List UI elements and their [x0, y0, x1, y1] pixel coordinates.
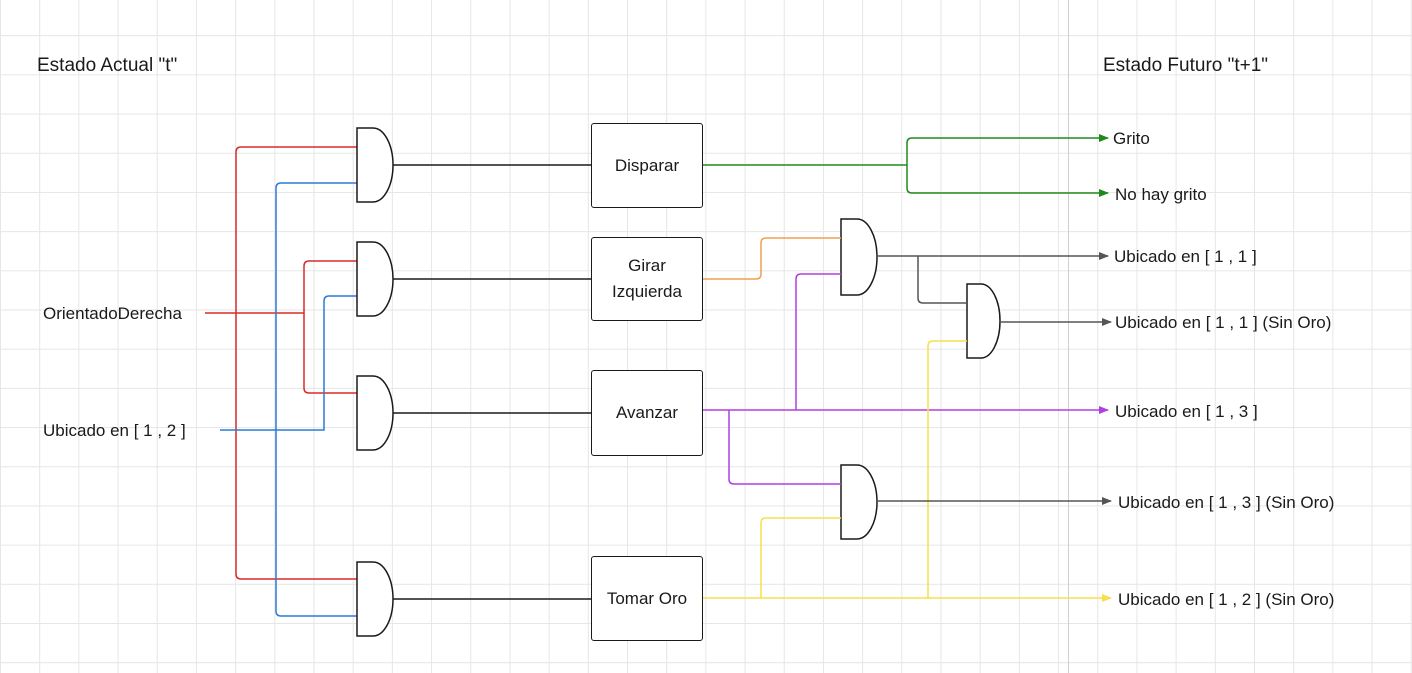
action-box-take-gold: Tomar Oro — [591, 556, 703, 641]
output-label-loc-1-1-no-gold: Ubicado en [ 1 , 1 ] (Sin Oro) — [1115, 313, 1332, 332]
future-state-header: Estado Futuro "t+1" — [1103, 55, 1269, 76]
output-label-loc-1-1: Ubicado en [ 1 , 1 ] — [1114, 247, 1257, 266]
and-gate-shoot — [356, 127, 394, 203]
oriented-right-wires — [205, 146, 357, 580]
input-label-oriented-right: OrientadoDerecha — [43, 304, 182, 323]
turn-left-output-wire — [703, 237, 841, 280]
take-gold-output-wires — [703, 340, 1112, 602]
and-gate-take-gold — [356, 561, 394, 637]
and-gate-turn-left — [356, 241, 394, 317]
action-box-advance: Avanzar — [591, 370, 703, 456]
current-state-header: Estado Actual "t" — [37, 55, 178, 76]
output-label-scream: Grito — [1113, 129, 1150, 148]
and-gate-loc-1-1 — [840, 218, 878, 296]
and-gate-loc-1-1-no-gold — [966, 283, 1001, 359]
output-label-loc-1-3-no-gold: Ubicado en [ 1 , 3 ] (Sin Oro) — [1118, 493, 1335, 512]
and-gate-loc-1-3-no-gold — [840, 464, 878, 540]
output-label-no-scream: No hay grito — [1115, 185, 1207, 204]
action-box-shoot: Disparar — [591, 123, 703, 208]
gate-output-wires — [877, 252, 1112, 505]
output-label-loc-1-2-no-gold: Ubicado en [ 1 , 2 ] (Sin Oro) — [1118, 590, 1335, 609]
gate-to-action-wires — [393, 164, 591, 600]
and-gate-advance — [356, 375, 394, 451]
state-divider-line — [1068, 0, 1069, 673]
input-label-location-1-2: Ubicado en [ 1 , 2 ] — [43, 421, 186, 440]
location-1-2-wires — [220, 182, 357, 617]
and-gates — [356, 127, 1001, 637]
advance-output-wires — [703, 273, 1109, 485]
output-label-loc-1-3: Ubicado en [ 1 , 3 ] — [1115, 402, 1258, 421]
shoot-output-wires — [703, 134, 1109, 197]
action-box-turn-left: Girar Izquierda — [591, 237, 703, 321]
